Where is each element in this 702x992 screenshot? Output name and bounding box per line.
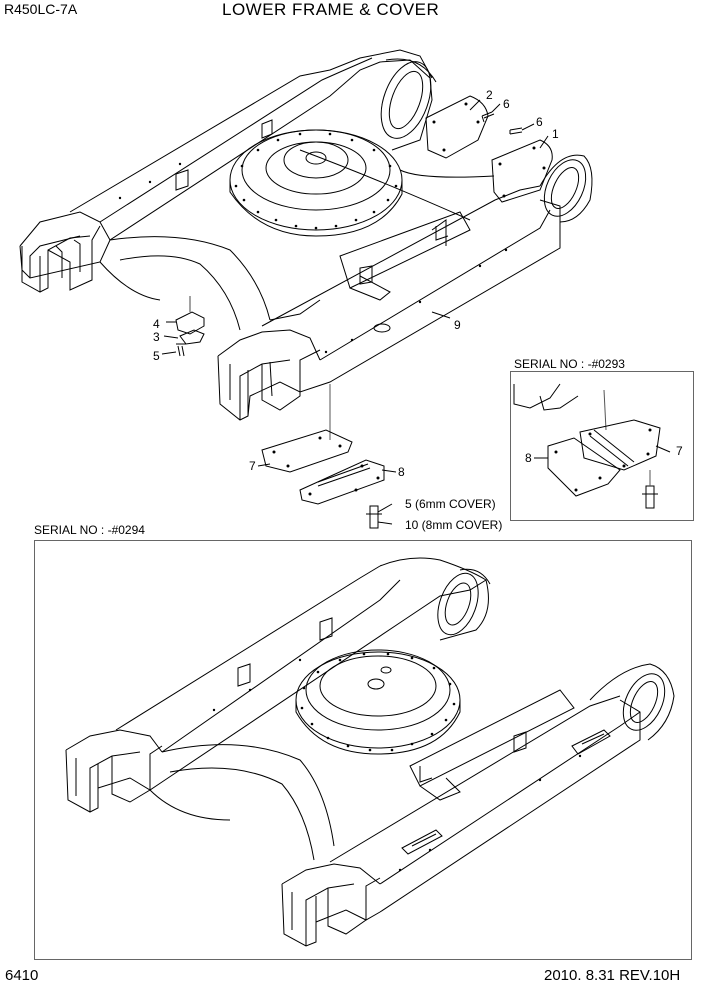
inset-cover-detail <box>514 384 670 508</box>
page-title: LOWER FRAME & COVER <box>222 0 440 19</box>
serial-variant-frame <box>34 540 692 960</box>
callout-9: 9 <box>454 318 461 332</box>
page-number: 6410 <box>5 967 39 984</box>
callout-6: 6 <box>536 115 543 129</box>
model-label: R450LC-7A <box>4 1 78 17</box>
callout-4: 4 <box>153 317 160 331</box>
inset-frame <box>510 371 694 521</box>
lower-frame-upper-view <box>20 50 606 528</box>
callout-10-8mm-cover: 10 (8mm COVER) <box>405 518 503 532</box>
revision-date: 2010. 8.31 REV.10H <box>544 967 681 984</box>
callout-5-6mm-cover: 5 (6mm COVER) <box>405 497 496 511</box>
callout-7-inset: 7 <box>676 444 683 458</box>
callout-8: 8 <box>398 465 405 479</box>
callout-3: 3 <box>153 330 160 344</box>
callout-8-inset: 8 <box>525 451 532 465</box>
callout-2: 2 <box>486 88 493 102</box>
callout-1: 1 <box>552 127 559 141</box>
inset-serial-label: SERIAL NO : -#0293 <box>514 357 625 371</box>
callout-5: 5 <box>153 349 160 363</box>
main-serial-label: SERIAL NO : -#0294 <box>34 523 145 537</box>
callout-7: 7 <box>249 459 256 473</box>
callout-6: 6 <box>503 97 510 111</box>
lower-frame-serial-variant <box>66 558 674 946</box>
